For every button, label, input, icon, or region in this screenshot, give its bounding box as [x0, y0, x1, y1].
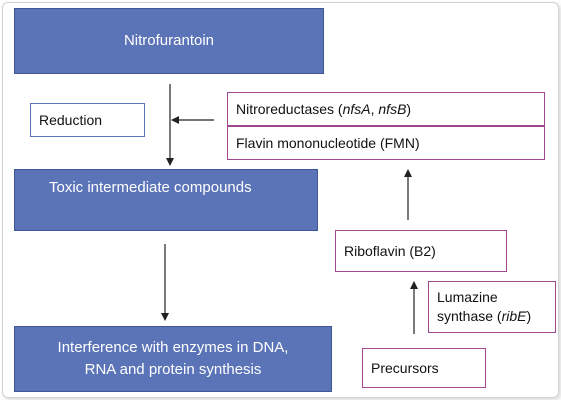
interference-label: Interference with enzymes in DNA,RNA and…: [57, 339, 289, 378]
riboflavin-label: Riboflavin (B2): [344, 242, 436, 259]
nitrofurantoin-label: Nitrofurantoin: [123, 31, 215, 49]
precursors-box: Precursors: [362, 348, 486, 388]
fmn-label: Flavin mononucleotide (FMN): [236, 134, 420, 151]
toxic-intermediates-box: Toxic intermediate compounds: [14, 169, 318, 231]
nitroreductases-label: Nitroreductases (nfsA, nfsB): [236, 100, 412, 117]
toxic-intermediates-label: Toxic intermediate compounds: [49, 179, 252, 196]
reduction-label: Reduction: [39, 111, 103, 128]
gene-ribE: ribE: [501, 308, 527, 324]
reduction-box: Reduction: [30, 103, 145, 137]
nitrofurantoin-box: Nitrofurantoin: [14, 8, 324, 74]
precursors-label: Precursors: [371, 359, 439, 376]
riboflavin-box: Riboflavin (B2): [335, 230, 507, 272]
gene-nfsB: nfsB: [378, 100, 407, 117]
interference-box: Interference with enzymes in DNA,RNA and…: [14, 326, 332, 392]
gene-nfsA: nfsA: [342, 100, 371, 117]
nitroreductases-box: Nitroreductases (nfsA, nfsB): [227, 92, 545, 126]
fmn-box: Flavin mononucleotide (FMN): [227, 126, 545, 160]
